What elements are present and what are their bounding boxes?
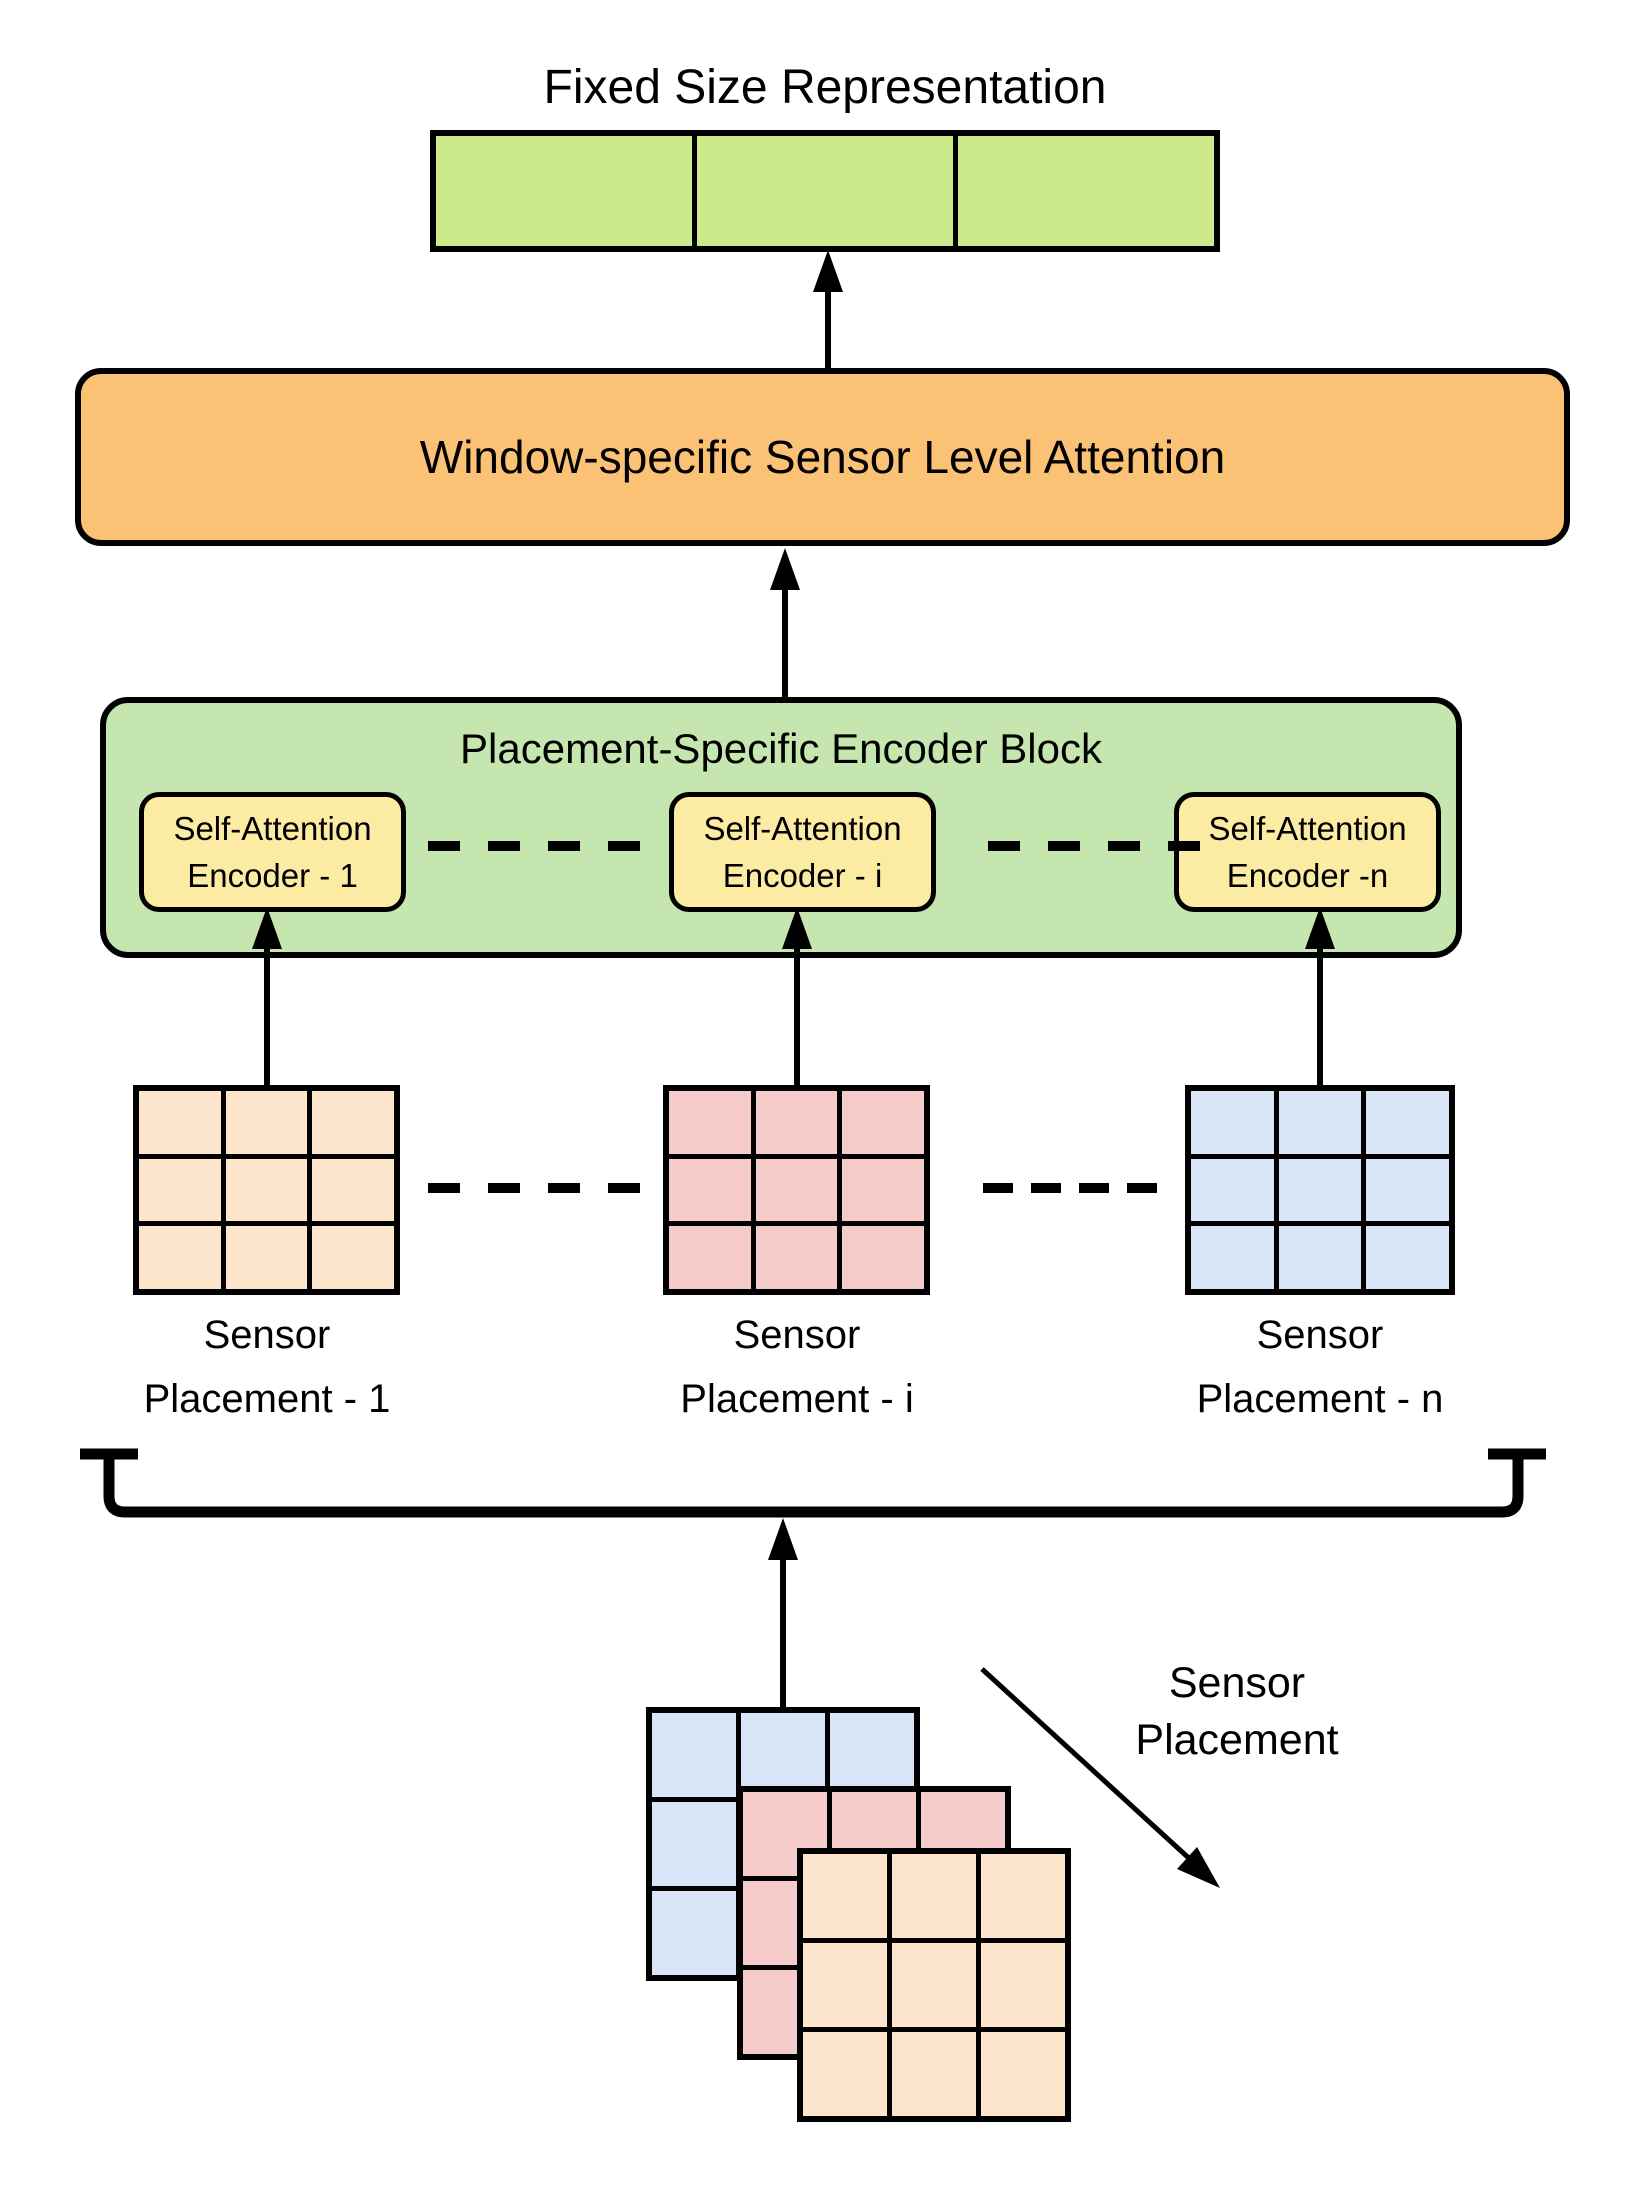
label-line1: Sensor <box>733 1313 861 1357</box>
grid-cell <box>1191 1091 1274 1154</box>
sensor-placement-1-label: Sensor Placement - 1 <box>67 1303 467 1431</box>
grid-cell <box>803 1854 887 1938</box>
attention-box: Window-specific Sensor Level Attention <box>75 368 1570 546</box>
encoder-n-line1: Self-Attention <box>1208 810 1407 847</box>
grid-cell <box>139 1226 221 1289</box>
grid-cell <box>755 1091 838 1154</box>
grid-cell <box>803 2032 887 2116</box>
label-line2: Placement - i <box>680 1377 914 1421</box>
grid-cell <box>892 1854 976 1938</box>
self-attention-encoder-n: Self-Attention Encoder -n <box>1174 792 1441 912</box>
grid-cell <box>842 1091 924 1154</box>
attention-label: Window-specific Sensor Level Attention <box>419 431 1226 483</box>
sensor-placement-1-grid <box>133 1085 400 1295</box>
axis-label-line1: Sensor <box>1168 1659 1306 1707</box>
grid-cell <box>892 1943 976 2027</box>
grid-cell <box>1191 1226 1274 1289</box>
encoder-ellipsis-right <box>988 841 1200 851</box>
grid-cell <box>842 1158 924 1222</box>
grid-cell <box>741 1713 825 1797</box>
encoder-ellipsis-left <box>428 841 640 851</box>
grid-cell <box>697 136 953 246</box>
grid-cell <box>1366 1226 1449 1289</box>
arrow-placement-n-to-encoder <box>1305 907 1335 1087</box>
grid-cell <box>312 1091 394 1154</box>
grid-cell <box>1278 1226 1362 1289</box>
self-attention-encoder-i: Self-Attention Encoder - i <box>669 792 936 912</box>
grid-cell <box>1278 1091 1362 1154</box>
grid-ellipsis-left <box>428 1183 640 1193</box>
sensor-placement-n-grid <box>1185 1085 1455 1295</box>
grid-cell <box>139 1091 221 1154</box>
grid-cell <box>652 1802 736 1886</box>
grid-ellipsis-right <box>983 1183 1157 1193</box>
grid-cell <box>981 2032 1065 2116</box>
grid-cell <box>225 1091 308 1154</box>
self-attention-encoder-1: Self-Attention Encoder - 1 <box>139 792 406 912</box>
grid-cell <box>892 2032 976 2116</box>
sensor-placement-n-label: Sensor Placement - n <box>1120 1303 1520 1431</box>
encoder-1-line2: Encoder - 1 <box>187 857 358 894</box>
fixed-size-representation-title: Fixed Size Representation <box>543 61 1107 114</box>
grid-cell <box>312 1226 394 1289</box>
encoder-1-line1: Self-Attention <box>173 810 372 847</box>
grid-cell <box>669 1091 751 1154</box>
grid-cell <box>803 1943 887 2027</box>
encoder-block: Placement-Specific Encoder Block Self-At… <box>100 697 1462 958</box>
grid-cell <box>830 1713 914 1797</box>
grid-cell <box>1366 1091 1449 1154</box>
label-line1: Sensor <box>203 1313 331 1357</box>
encoder-block-title: Placement-Specific Encoder Block <box>460 725 1102 772</box>
encoder-n-line2: Encoder -n <box>1226 857 1389 894</box>
sensor-placement-i-label: Sensor Placement - i <box>597 1303 997 1431</box>
sensor-placement-axis-arrow <box>980 1667 1220 1888</box>
sensor-placement-axis-label: Sensor Placement <box>1047 1655 1427 1769</box>
grid-cell <box>981 1943 1065 2027</box>
fixed-size-representation-bar <box>430 130 1220 252</box>
label-line2: Placement - n <box>1196 1377 1444 1421</box>
grid-cell <box>981 1854 1065 1938</box>
arrow-placement-1-to-encoder <box>252 907 282 1087</box>
grid-cell <box>225 1158 308 1222</box>
label-line2: Placement - 1 <box>143 1377 391 1421</box>
grid-cell <box>312 1158 394 1222</box>
arrow-attention-to-representation <box>813 250 843 370</box>
input-stack-layer-peach <box>797 1848 1071 2122</box>
encoder-i-line2: Encoder - i <box>722 857 883 894</box>
arrow-placement-i-to-encoder <box>782 907 812 1087</box>
grid-cell <box>1278 1158 1362 1222</box>
grid-cell <box>958 136 1214 246</box>
grid-cell <box>755 1158 838 1222</box>
axis-label-line2: Placement <box>1135 1716 1339 1764</box>
grid-cell <box>139 1158 221 1222</box>
grid-cell <box>1366 1158 1449 1222</box>
grid-cell <box>225 1226 308 1289</box>
grid-cell <box>652 1891 736 1975</box>
grid-cell <box>1191 1158 1274 1222</box>
grid-cell <box>755 1226 838 1289</box>
placements-bracket <box>80 1448 1546 1518</box>
grid-cell <box>669 1158 751 1222</box>
grid-cell <box>842 1226 924 1289</box>
grid-cell <box>436 136 692 246</box>
grid-cell <box>652 1713 736 1797</box>
arrow-encoder-to-attention <box>770 548 800 699</box>
arrow-input-to-bracket <box>768 1518 798 1710</box>
grid-cell <box>669 1226 751 1289</box>
encoder-i-line1: Self-Attention <box>703 810 902 847</box>
sensor-placement-i-grid <box>663 1085 930 1295</box>
label-line1: Sensor <box>1256 1313 1384 1357</box>
